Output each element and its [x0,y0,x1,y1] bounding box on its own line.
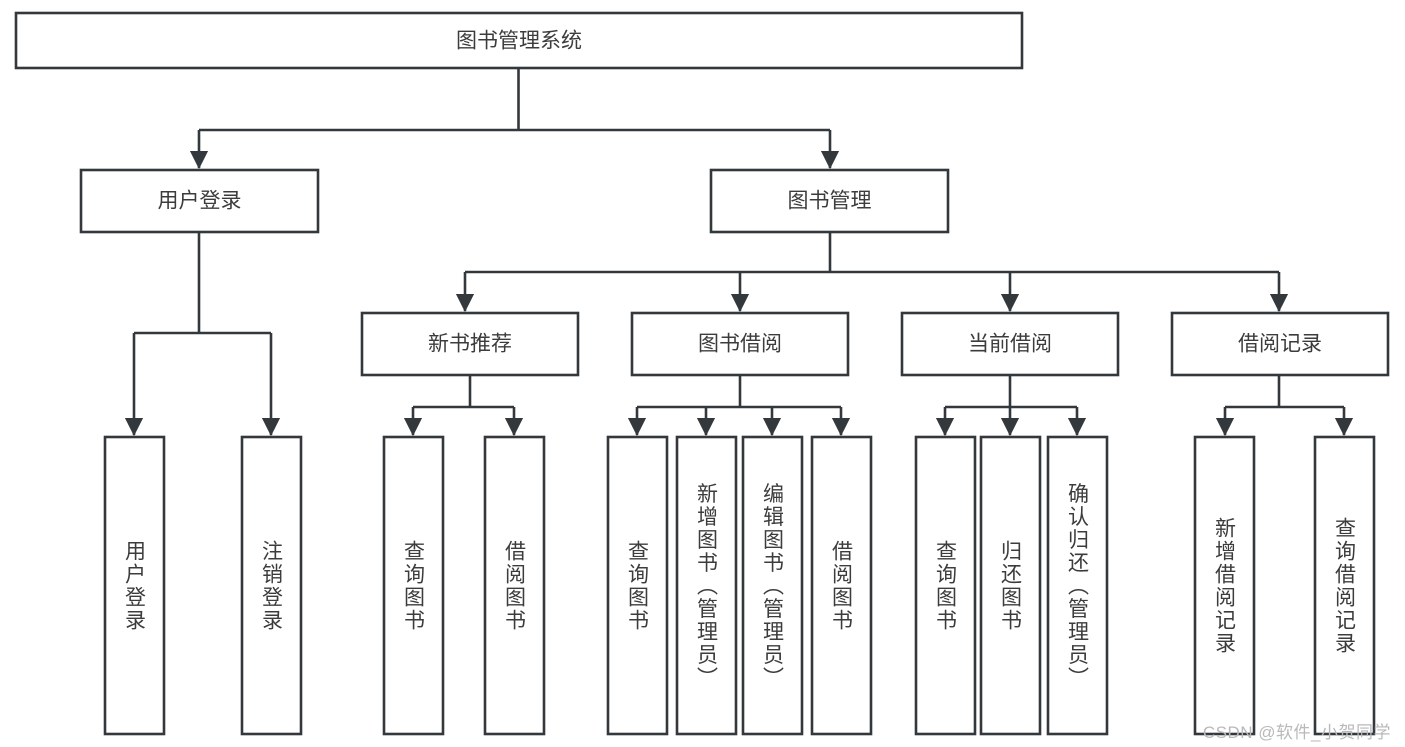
node-book-borrow-label: 图书借阅 [698,333,782,356]
node-borrow-record[interactable]: 借阅记录 [1170,311,1390,377]
leaf-user-login[interactable]: 用户登录 [103,435,166,736]
leaf-query-book-3-box[interactable] [914,435,977,736]
leaf-edit-book-box[interactable] [741,435,804,736]
leaf-user-login-box[interactable] [103,435,166,736]
leaf-query-book-3[interactable]: 查询图书 [914,435,977,736]
leaf-edit-book-label: 编辑图书（管理员） [761,483,785,690]
leaf-query-book-2[interactable]: 查询图书 [606,435,669,736]
leaf-logout-login-box[interactable] [240,435,303,736]
node-book-borrow[interactable]: 图书借阅 [630,311,850,377]
leaf-return-book-box[interactable] [979,435,1042,736]
leaf-add-record-label: 新增借阅记录 [1213,517,1237,655]
node-new-book-rec[interactable]: 新书推荐 [360,311,580,377]
node-user-login[interactable]: 用户登录 [79,168,320,234]
node-book-manage[interactable]: 图书管理 [709,168,950,234]
node-book-manage-box[interactable] [709,168,950,234]
leaf-query-record[interactable]: 查询借阅记录 [1313,435,1376,736]
leaf-return-book-label: 归还图书 [999,540,1023,632]
leaf-edit-book[interactable]: 编辑图书（管理员） [741,435,804,736]
leaf-logout-login-label: 注销登录 [260,540,284,632]
leaf-borrow-book-1-label: 借阅图书 [503,540,527,632]
leaf-query-book-3-label: 查询图书 [934,540,958,632]
node-book-borrow-box[interactable] [630,311,850,377]
leaf-borrow-book-2-label: 借阅图书 [830,540,854,632]
leaf-query-book-1-label: 查询图书 [402,540,426,632]
leaf-add-book-box[interactable] [675,435,738,736]
node-current-borrow[interactable]: 当前借阅 [900,311,1120,377]
node-root-box[interactable] [14,11,1024,70]
leaf-query-book-2-label: 查询图书 [626,540,650,632]
csdn-watermark: CSDN @软件_小贺同学 [1202,723,1391,742]
leaf-add-book[interactable]: 新增图书（管理员） [675,435,738,736]
node-root-label: 图书管理系统 [456,30,582,53]
leaf-query-record-box[interactable] [1313,435,1376,736]
leaf-borrow-book-2[interactable]: 借阅图书 [810,435,873,736]
leaf-add-book-label: 新增图书（管理员） [695,483,719,690]
leaf-add-record[interactable]: 新增借阅记录 [1193,435,1256,736]
node-book-manage-label: 图书管理 [788,190,872,213]
node-new-book-rec-label: 新书推荐 [428,333,512,356]
leaf-confirm-return[interactable]: 确认归还（管理员） [1046,435,1109,736]
leaf-query-book-2-box[interactable] [606,435,669,736]
leaf-borrow-book-2-box[interactable] [810,435,873,736]
leaf-confirm-return-label: 确认归还（管理员） [1066,483,1090,690]
node-root[interactable]: 图书管理系统 [14,11,1024,70]
leaf-borrow-book-1[interactable]: 借阅图书 [483,435,546,736]
node-current-borrow-label: 当前借阅 [968,333,1052,356]
node-current-borrow-box[interactable] [900,311,1120,377]
node-new-book-rec-box[interactable] [360,311,580,377]
node-borrow-record-box[interactable] [1170,311,1390,377]
connector-layer [124,68,1354,437]
leaf-query-record-label: 查询借阅记录 [1333,517,1357,655]
node-user-login-box[interactable] [79,168,320,234]
leaf-return-book[interactable]: 归还图书 [979,435,1042,736]
leaf-add-record-box[interactable] [1193,435,1256,736]
leaf-borrow-book-1-box[interactable] [483,435,546,736]
leaf-confirm-return-box[interactable] [1046,435,1109,736]
leaf-logout-login[interactable]: 注销登录 [240,435,303,736]
leaf-query-book-1[interactable]: 查询图书 [382,435,445,736]
leaf-query-book-1-box[interactable] [382,435,445,736]
node-user-login-label: 用户登录 [158,190,242,213]
node-borrow-record-label: 借阅记录 [1238,333,1322,356]
leaf-user-login-label: 用户登录 [123,540,147,632]
